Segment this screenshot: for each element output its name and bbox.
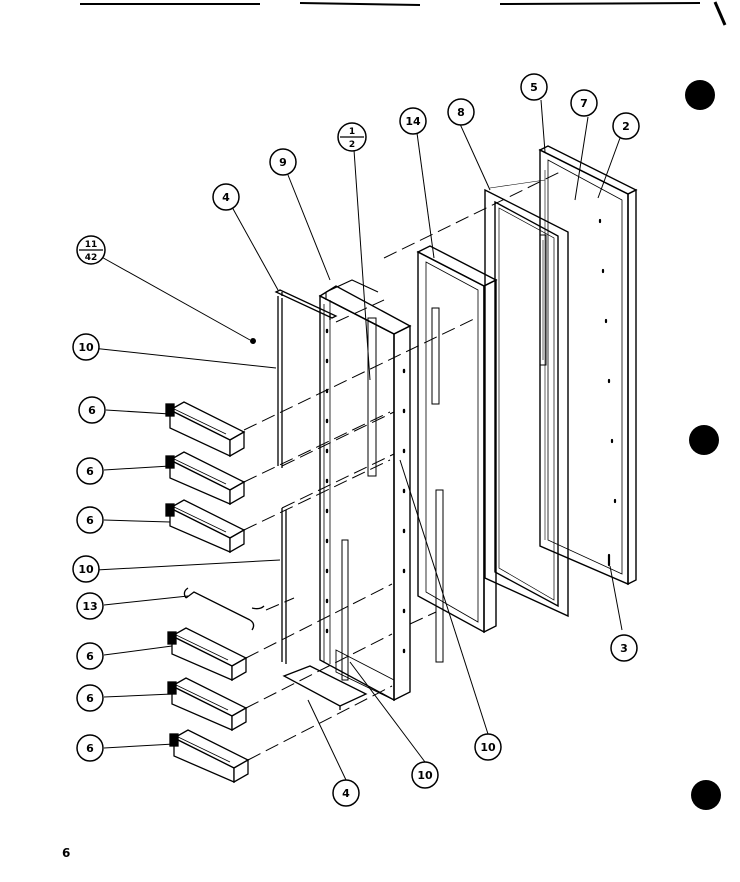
part-outer-door-panel [538,145,638,586]
leader-lines [91,99,623,781]
callout-10-bottom: 10 [411,761,439,789]
binder-hole-marks [685,80,721,810]
callout-8: 8 [447,98,475,126]
callout-6-bin-3: 6 [76,506,104,534]
assembly-lines [243,171,561,761]
callout-6-bin-2: 6 [76,457,104,485]
door-bin-6 [169,729,250,784]
part-door-gasket [484,179,569,618]
svg-text:5: 5 [530,81,538,94]
svg-text:8: 8 [457,106,465,119]
svg-text:6: 6 [86,742,94,755]
callout-10-upper: 10 [72,333,100,361]
svg-text:10: 10 [78,341,94,354]
callout-6-bin-5: 6 [76,684,104,712]
svg-text:6: 6 [86,465,94,478]
page-number: 6 [62,846,71,860]
svg-text:10: 10 [417,769,433,782]
svg-text:6: 6 [86,514,94,527]
callout-2: 2 [612,112,640,140]
door-bins [165,401,250,784]
part-bottom-plate [282,665,368,710]
callout-4-top: 4 [212,183,240,211]
callout-6-bin-6: 6 [76,734,104,762]
svg-text:14: 14 [405,115,421,128]
door-bin-1 [165,401,246,458]
callout-4-bottom: 4 [332,779,360,807]
callout-10-middle: 10 [72,555,100,583]
svg-text:2: 2 [622,120,630,133]
callout-10-right: 10 [474,733,502,761]
svg-text:6: 6 [88,404,96,417]
svg-text:6: 6 [86,650,94,663]
svg-text:3: 3 [620,642,628,655]
binder-hole-bottom [691,780,721,810]
binder-hole-middle [689,425,719,455]
callout-5: 5 [520,73,548,101]
callout-9: 9 [269,148,297,176]
callout-3: 3 [610,634,638,662]
svg-text:4: 4 [222,191,230,204]
door-bin-2 [165,451,246,506]
door-bin-5 [167,677,248,732]
svg-text:6: 6 [86,692,94,705]
svg-text:11: 11 [85,240,98,250]
svg-text:13: 13 [82,600,97,613]
svg-text:4: 4 [342,787,350,800]
part-bracket-frame [325,279,379,300]
svg-text:9: 9 [279,156,287,169]
part-retainer-bar-top [274,289,338,320]
callout-fraction-1-2: 1 2 [337,122,367,152]
svg-text:1: 1 [349,127,355,137]
svg-text:10: 10 [480,741,496,754]
part-wire-rod [183,587,265,631]
part-inner-door-liner [318,285,412,702]
callout-7: 7 [570,89,598,117]
part-door-liner-frame [416,245,498,663]
svg-text:10: 10 [78,563,94,576]
callout-6-bin-4: 6 [76,642,104,670]
part-screw [250,338,256,344]
callout-13: 13 [76,592,104,620]
callout-14: 14 [399,107,427,135]
door-bin-3 [165,499,246,554]
binder-hole-top [685,80,715,110]
scan-noise [80,1,727,26]
svg-text:2: 2 [349,140,355,150]
svg-text:42: 42 [85,253,98,263]
callout-fraction-11-42: 11 42 [76,235,106,265]
door-bin-4 [167,627,248,682]
callout-6-bin-1: 6 [78,396,106,424]
svg-text:7: 7 [580,97,588,110]
part-trim-strips [277,296,287,664]
